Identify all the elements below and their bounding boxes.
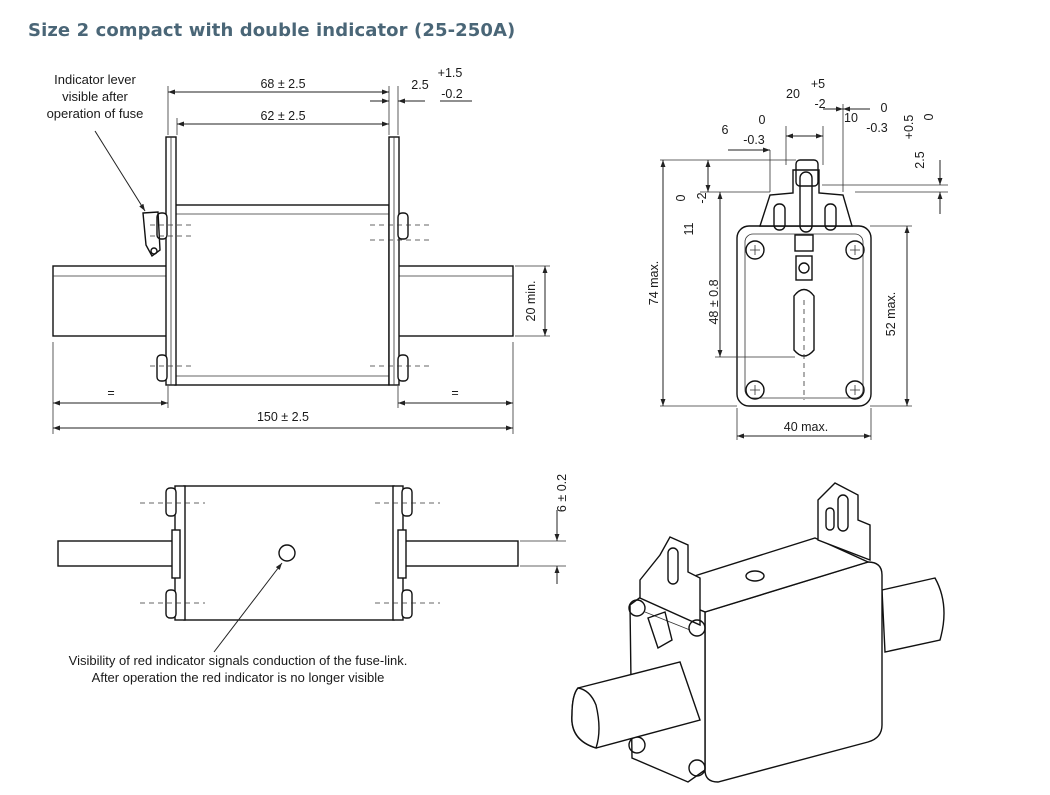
dim-equal-left: = bbox=[107, 386, 114, 400]
dim-10: 10 bbox=[844, 111, 858, 125]
tol-minus-0-3-a: -0.3 bbox=[743, 133, 765, 147]
dim-48: 48 ± 0.8 bbox=[707, 279, 721, 324]
indicator-note-line2: visible after bbox=[62, 89, 128, 104]
tol-minus-0-3-b: -0.3 bbox=[866, 121, 888, 135]
tol-plus-5: +5 bbox=[811, 77, 825, 91]
dim-equal-right: = bbox=[451, 386, 458, 400]
dim-68: 68 ± 2.5 bbox=[260, 77, 305, 91]
indicator-note-line1: Indicator lever bbox=[54, 72, 136, 87]
tol-zero-a: 0 bbox=[759, 113, 766, 127]
dim-2-5-end: 2.5 bbox=[913, 151, 927, 168]
red-indicator-window bbox=[278, 544, 296, 562]
tol-zero-d: 0 bbox=[674, 194, 688, 201]
dim-74-max: 74 max. bbox=[647, 261, 661, 305]
tol-plus-0-5: +0.5 bbox=[902, 115, 916, 140]
end-contact-plate bbox=[759, 169, 853, 227]
isometric-view bbox=[571, 482, 945, 783]
dim-150: 150 ± 2.5 bbox=[257, 410, 309, 424]
iso-body-front bbox=[704, 561, 883, 783]
tol-plus-1-5: +1.5 bbox=[438, 66, 463, 80]
dim-20-min: 20 min. bbox=[524, 281, 538, 322]
end-body bbox=[736, 225, 872, 407]
end-view bbox=[660, 104, 948, 440]
side-view bbox=[52, 86, 550, 434]
dim-52-max: 52 max. bbox=[884, 292, 898, 336]
tol-minus-2-b: -2 bbox=[695, 192, 709, 203]
top-view bbox=[57, 485, 566, 653]
dim-11: 11 bbox=[682, 222, 696, 235]
top-body bbox=[183, 485, 395, 621]
dim-2-5: 2.5 bbox=[411, 78, 428, 92]
side-body bbox=[174, 204, 390, 386]
dim-20: 20 bbox=[786, 87, 800, 101]
red-indicator-note-line1: Visibility of red indicator signals cond… bbox=[69, 653, 408, 668]
tol-minus-0-2: -0.2 bbox=[441, 87, 463, 101]
dim-62: 62 ± 2.5 bbox=[260, 109, 305, 123]
indicator-note-line3: operation of fuse bbox=[47, 106, 144, 121]
dim-40-max: 40 max. bbox=[784, 420, 828, 434]
tol-minus-2: -2 bbox=[814, 97, 825, 111]
dim-6-0-2: 6 ± 0.2 bbox=[555, 474, 569, 512]
dim-6: 6 bbox=[722, 123, 729, 137]
red-indicator-note-line2: After operation the red indicator is no … bbox=[92, 670, 385, 685]
tol-zero-c: 0 bbox=[922, 113, 936, 120]
page-title: Size 2 compact with double indicator (25… bbox=[28, 20, 516, 41]
tol-zero-b: 0 bbox=[881, 101, 888, 115]
